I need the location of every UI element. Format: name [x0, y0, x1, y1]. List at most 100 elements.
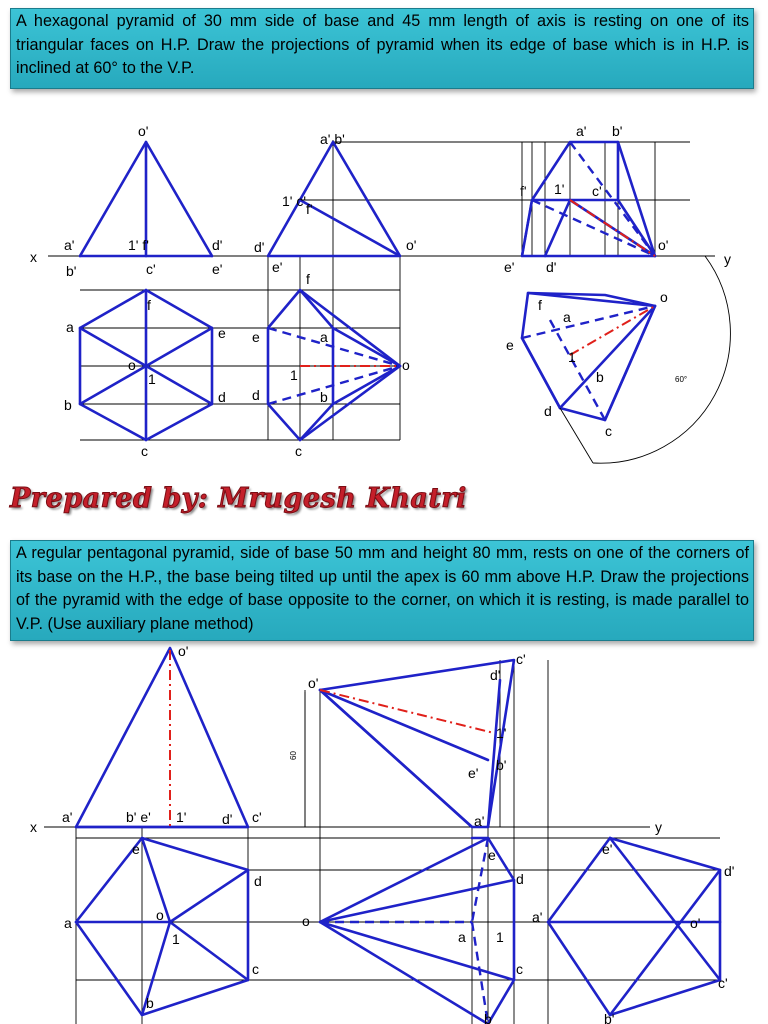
label-fv1-be1: b' e': [126, 809, 151, 825]
front-view-1: [74, 646, 250, 829]
label-fv2-e: e': [468, 765, 478, 781]
label-tv1-a: a: [66, 319, 74, 335]
label-aux-c: c': [718, 975, 728, 991]
label-aux-b: b': [604, 1011, 614, 1024]
label-fv2-c1: 1' c': [282, 193, 306, 209]
label-tv3-o: o: [660, 289, 668, 305]
hexagonal-pyramid-drawing: x y o' a' 1' f' d' b' c' e' f a e o 1 b …: [30, 123, 731, 464]
label-fv3-b: b': [612, 123, 622, 139]
label-fv2-c: c': [516, 651, 526, 667]
label-angle: 60°: [675, 375, 687, 384]
label-tv1-d: d: [254, 873, 262, 889]
label-tv2-e: e: [488, 847, 496, 863]
label-x: x: [30, 819, 37, 835]
label-tv1-e: e: [218, 325, 226, 341]
front-view-2: [318, 658, 516, 829]
label-fv3-1: 1': [554, 181, 564, 197]
top-view-2: [318, 836, 516, 1024]
label-fv1-1f: 1' f': [128, 237, 149, 253]
label-tv2-b: b: [484, 1011, 492, 1024]
front-view-2: [266, 140, 402, 258]
label-tv2-1: 1: [290, 367, 298, 383]
label-tv1-e: e: [132, 841, 140, 857]
label-y: y: [655, 819, 662, 835]
label-tv2-e: e: [252, 329, 260, 345]
label-fv1-d: d': [222, 811, 232, 827]
label-aux-a: a': [532, 909, 542, 925]
label-tv2-c: c: [295, 443, 302, 459]
label-tv1-c: c: [141, 443, 148, 459]
label-y: y: [724, 251, 731, 267]
label-aux-o: o': [690, 915, 700, 931]
label-tv1-b: b: [64, 397, 72, 413]
label-fv2-ab: a' b': [320, 131, 345, 147]
label-aux-d: d': [724, 863, 734, 879]
label-tv3-b: b: [596, 369, 604, 385]
label-tv1-a: a: [64, 915, 72, 931]
label-tv3-a: a: [563, 309, 571, 325]
top-view-2-hidden: [320, 837, 490, 1024]
label-fv1-d: d': [212, 237, 222, 253]
label-tv1-1: 1: [172, 931, 180, 947]
label-tv2-d: d: [252, 387, 260, 403]
label-fv1-c: c': [146, 261, 156, 277]
label-fv1-o: o': [138, 123, 148, 139]
front-view-2-axis: [319, 689, 495, 734]
label-tv1-c: c: [252, 961, 259, 977]
label-fv2-d: d': [254, 239, 264, 255]
label-fv3-d: d': [546, 259, 556, 275]
diagram-2-labels: x y o' a' b' e' 1' d' c' e d a o 1 c b o…: [30, 643, 734, 1024]
problem-1-statement: A hexagonal pyramid of 30 mm side of bas…: [10, 8, 754, 89]
label-fv2-b: b': [496, 757, 506, 773]
label-fv2-o: o': [308, 675, 318, 691]
top-view-3-axis: [569, 305, 656, 356]
label-tv2-a: a: [458, 929, 466, 945]
label-fv2-f: f': [306, 201, 313, 217]
label-tv1-o: o: [128, 357, 136, 373]
label-tv3-1: 1: [568, 349, 576, 365]
label-fv3-e: e': [504, 259, 514, 275]
label-tv2-d: d: [516, 871, 524, 887]
label-tv2-c: c: [516, 961, 523, 977]
top-view-1-hexagon: [78, 288, 214, 442]
label-tv2-1: 1: [496, 929, 504, 945]
label-fv3-f: f': [520, 183, 527, 199]
label-fv1-a: a': [64, 237, 74, 253]
pentagonal-pyramid-drawing: x y o' a' b' e' 1' d' c' e d a o 1 c b o…: [30, 643, 734, 1024]
label-fv3-o: o': [658, 237, 668, 253]
label-fv1-c: c': [252, 809, 262, 825]
label-tv1-o: o: [156, 907, 164, 923]
label-fv2-60: 60: [289, 751, 298, 760]
author-credit: Prepared by: Mrugesh Khatri: [10, 483, 467, 515]
label-fv1-o: o': [178, 643, 188, 659]
label-x: x: [30, 249, 37, 265]
label-fv1-b: b': [66, 263, 76, 279]
diagram-1-labels: x y o' a' 1' f' d' b' c' e' f a e o 1 b …: [30, 123, 731, 459]
label-tv3-c: c: [605, 423, 612, 439]
problem-2-statement: A regular pentagonal pyramid, side of ba…: [10, 540, 754, 641]
label-fv2-o: o': [406, 237, 416, 253]
label-tv1-d: d: [218, 389, 226, 405]
label-tv1-1: 1: [148, 371, 156, 387]
label-tv2-a: a: [320, 329, 328, 345]
label-tv3-f: f: [538, 297, 542, 313]
top-view-2-hidden: [267, 326, 401, 406]
label-fv3-c: c': [592, 183, 602, 199]
front-view-3-hidden: [520, 141, 656, 258]
label-fv3-a: a': [576, 123, 586, 139]
label-fv1-1: 1': [176, 809, 186, 825]
label-aux-e: e': [602, 841, 612, 857]
top-view-3: [520, 291, 657, 422]
label-tv3-d: d: [544, 403, 552, 419]
label-fv2-1: 1': [496, 725, 506, 741]
label-tv2-o: o: [402, 357, 410, 373]
label-tv2-f: f: [306, 271, 310, 287]
label-tv1-f: f: [147, 297, 151, 313]
label-fv2-d: d': [490, 667, 500, 683]
angle-arc-60: [592, 255, 731, 464]
label-fv2-e: e': [272, 259, 282, 275]
auxiliary-view: [546, 836, 722, 1017]
top-view-3-hidden: [521, 304, 656, 421]
top-view-1: [74, 836, 250, 1017]
label-fv2-a: a': [474, 813, 484, 829]
